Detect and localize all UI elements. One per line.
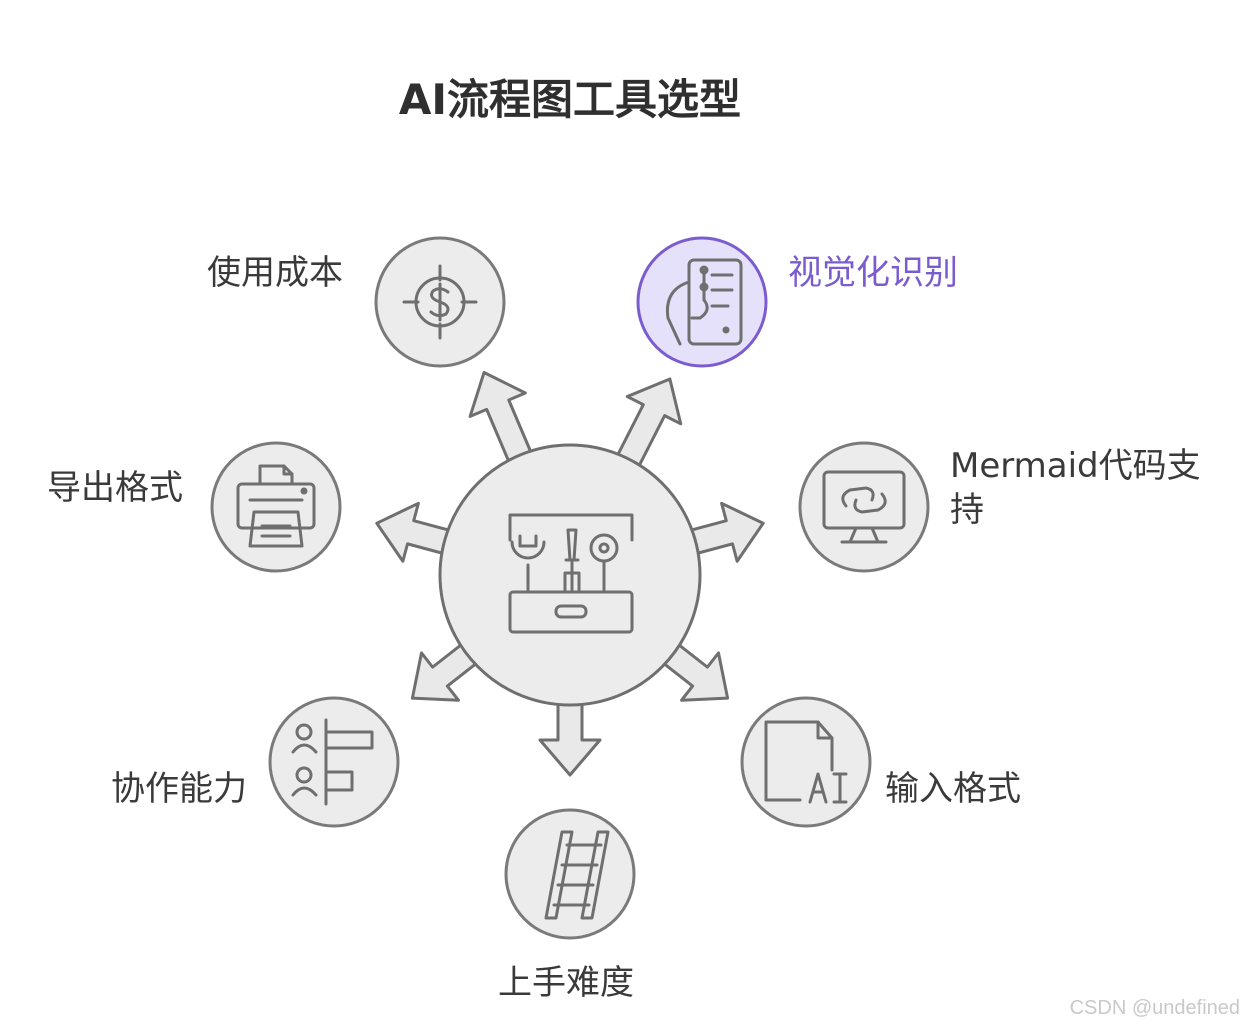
mobile-flowchart-icon (665, 258, 743, 346)
page-title: AI流程图工具选型 (398, 75, 742, 124)
label-collaboration: 协作能力 (111, 769, 247, 809)
ai-document-icon (764, 720, 848, 804)
label-visual-recognition: 视觉化识别 (788, 253, 958, 293)
label-input-format: 输入格式 (885, 769, 1021, 809)
monitor-link-icon (822, 470, 906, 544)
dollar-target-icon (402, 264, 478, 340)
label-learning-difficulty: 上手难度 (498, 963, 634, 1003)
node-usage-cost (374, 236, 506, 368)
node-mermaid-support (798, 441, 930, 573)
watermark: CSDN @undefined (1069, 997, 1240, 1019)
label-export-format: 导出格式 (47, 468, 183, 508)
printer-icon (236, 464, 316, 548)
toolbox-icon (508, 513, 634, 634)
label-usage-cost: 使用成本 (207, 253, 343, 293)
node-export-format (210, 441, 342, 573)
node-collaboration (268, 696, 400, 828)
center-node (438, 443, 702, 707)
ladder-icon (544, 830, 610, 920)
node-learning-difficulty (504, 808, 636, 940)
label-mermaid-line2: 持 (950, 490, 984, 530)
team-chart-icon (291, 718, 374, 806)
node-visual-recognition (636, 236, 768, 368)
label-mermaid-line1: Mermaid代码支 (950, 446, 1201, 486)
node-input-format (740, 696, 872, 828)
